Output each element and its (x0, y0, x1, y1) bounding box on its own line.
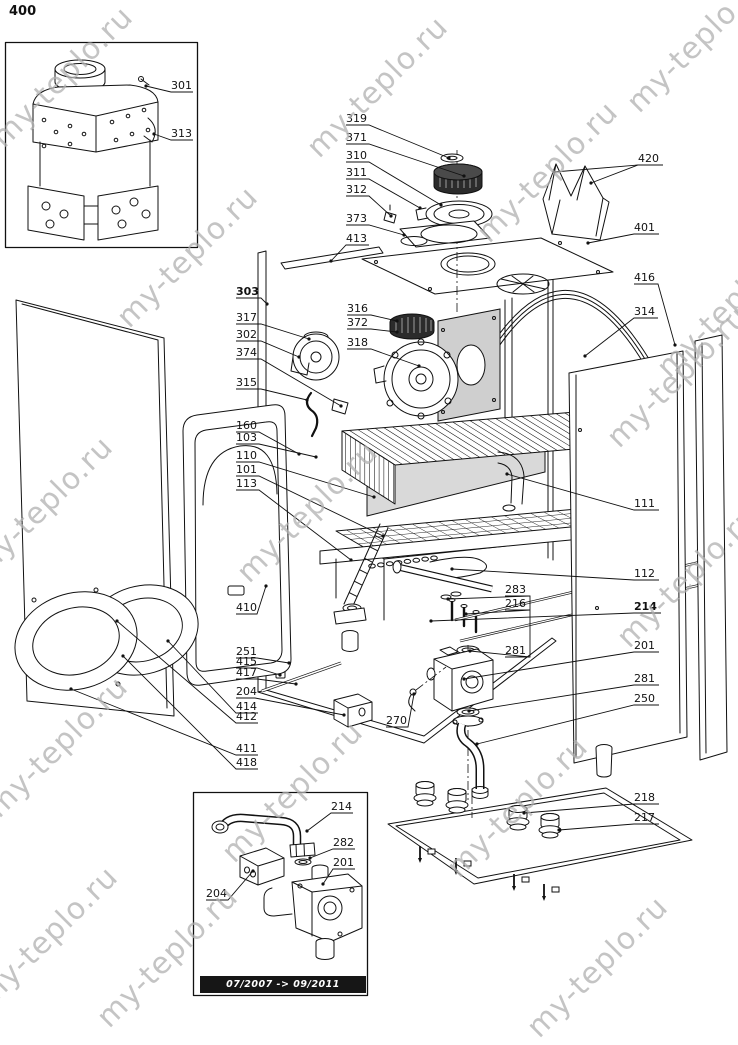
pipe-elbow (497, 451, 525, 505)
hydro-group (373, 308, 501, 422)
right-strip-panel-416 (694, 334, 728, 761)
part-label-317: 317 (236, 311, 257, 324)
valve-body-201 (291, 873, 363, 943)
date-range-bar: 07/2007 -> 09/2011 (200, 976, 366, 993)
electrode-ladder-110 (343, 523, 389, 609)
part-label-112: 112 (634, 567, 655, 580)
tube-315 (305, 391, 319, 438)
boiler-exploded-diagram: 301 313 319 371 310 311 312 373 413 303 317 302 374 3… (4, 41, 728, 997)
part-label-283: 283 (505, 583, 526, 596)
washer-282 (294, 858, 312, 866)
part-label-281: 281 (634, 672, 655, 685)
part-label-101: 101 (236, 463, 257, 476)
part-label-372: 372 (347, 316, 368, 329)
ring-411 (14, 591, 138, 691)
part-label-110: 110 (236, 449, 257, 462)
part-label-113: 113 (236, 477, 257, 490)
page-number: 400 (9, 4, 37, 19)
part-label-374: 374 (236, 346, 257, 359)
part-label-250: 250 (634, 692, 655, 705)
washer-319 (440, 153, 464, 163)
part-label-415: 415 (236, 655, 257, 668)
part-label-411: 411 (236, 742, 257, 755)
part-label-201: 201 (634, 639, 655, 652)
part-label-412: 412 (236, 710, 257, 723)
bolt-holes (41, 107, 151, 149)
fan-assembly (383, 150, 493, 312)
inset-valve-group (192, 791, 369, 997)
pump-volute-318 (383, 341, 459, 417)
part-label-413: 413 (346, 232, 367, 245)
manifold-plate-217 (387, 781, 693, 901)
part-label-410: 410 (236, 601, 257, 614)
part-label-417: 417 (236, 666, 257, 679)
part-label-318: 318 (347, 336, 368, 349)
inlet-pipe-214 (218, 815, 300, 845)
part-label-282: 282 (333, 836, 354, 849)
flap-313 (143, 117, 156, 143)
pipe-214 (397, 564, 493, 592)
part-label-201: 201 (333, 856, 354, 869)
inset-air-collector (4, 41, 199, 249)
part-label-416: 416 (634, 271, 655, 284)
part-label-311: 311 (346, 166, 367, 179)
bracket-420 (542, 163, 610, 241)
gas-valve-201 (333, 645, 494, 800)
part-label-401: 401 (634, 221, 655, 234)
part-label-414: 414 (236, 700, 257, 713)
part-label-319: 319 (346, 112, 367, 125)
part-number-labels: 301 313 319 371 310 311 312 373 413 303 317 302 374 3… (171, 79, 659, 900)
small-fitting (595, 744, 613, 778)
part-label-310: 310 (346, 149, 367, 162)
part-label-313: 313 (171, 127, 192, 140)
part-label-373: 373 (346, 212, 367, 225)
top-panel (361, 237, 614, 295)
part-label-420: 420 (638, 152, 659, 165)
gasket-373 (400, 236, 428, 246)
heat-exchanger-111 (341, 410, 642, 525)
part-label-216: 216 (505, 597, 526, 610)
part-label-302: 302 (236, 328, 257, 341)
part-label-312: 312 (346, 183, 367, 196)
part-label-316: 316 (347, 302, 368, 315)
ribbed-cap-316 (389, 313, 435, 340)
part-label-204: 204 (206, 887, 227, 900)
leader-lines (70, 85, 676, 901)
part-label-371: 371 (346, 131, 367, 144)
pipe-417 (261, 662, 342, 692)
washers-283 (440, 594, 452, 600)
part-label-217: 217 (634, 811, 655, 824)
valve-actuator-204 (239, 847, 285, 886)
part-label-214: 214 (331, 800, 352, 813)
part-label-315: 315 (236, 376, 257, 389)
top-crossbar-413 (280, 246, 384, 270)
part-label-251: 251 (236, 645, 257, 658)
part-label-111: 111 (634, 497, 655, 510)
downpipe-250 (457, 723, 483, 789)
part-label-270: 270 (386, 714, 407, 727)
sight-glass-rings (14, 584, 199, 691)
right-side-panel (568, 350, 688, 764)
pump-motor-302 (290, 331, 349, 438)
part-label-303: 303 (236, 285, 259, 298)
part-label-218: 218 (634, 791, 655, 804)
part-label-418: 418 (236, 756, 257, 769)
part-label-204: 204 (236, 685, 257, 698)
fitting-312 (383, 204, 397, 224)
part-label-314: 314 (634, 305, 655, 318)
actuator-204 (333, 693, 373, 728)
screw-301 (138, 76, 144, 82)
part-label-301: 301 (171, 79, 192, 92)
part-label-160: 160 (236, 419, 257, 432)
part-label-281: 281 (505, 644, 526, 657)
leader-dots (69, 84, 677, 886)
part-label-103: 103 (236, 431, 257, 444)
part-label-214: 214 (634, 600, 657, 613)
plate-holes (41, 197, 151, 229)
door-frame-410 (182, 404, 292, 686)
